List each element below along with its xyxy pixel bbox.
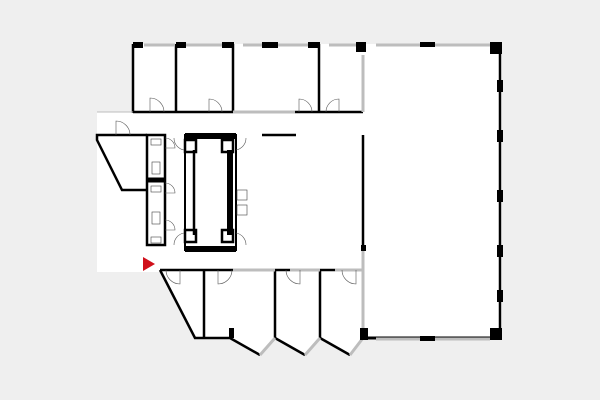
- doors: [115, 97, 357, 285]
- floor-area: [97, 44, 502, 355]
- entrance-triangle-icon: [143, 257, 155, 271]
- windows: [97, 43, 490, 356]
- sanitary-fixtures: [150, 138, 248, 244]
- wall-piers: [133, 42, 503, 341]
